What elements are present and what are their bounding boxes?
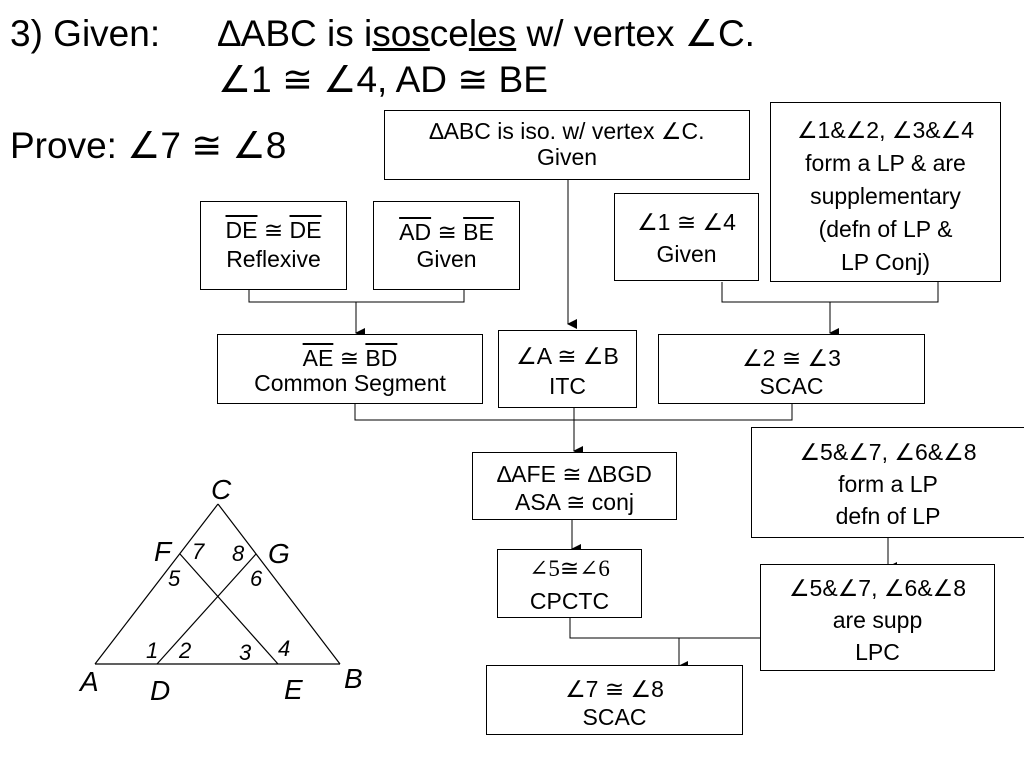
stmt-abc-isosceles-reason: Given — [536, 144, 598, 170]
stmt-angle1-angle4-reason: Given — [656, 241, 717, 267]
stmt-ae-bd: AE ≅ BD Common Segment — [217, 334, 483, 404]
bracket-56-supp — [569, 618, 760, 639]
given-label: 3) Given: — [10, 13, 161, 54]
triangle-figure — [94, 503, 341, 665]
stmt-angle2-angle3-reason: SCAC — [759, 373, 824, 399]
vertex-label-d: D — [150, 675, 171, 706]
stmt-afe-bgd: ∆AFE ≅ ∆BGD ASA ≅ conj — [472, 452, 677, 520]
angle-label-7: 7 — [192, 539, 205, 564]
stmt-lp-5-7-6-8-line2: form a LP — [838, 471, 938, 497]
stmt-linear-pairs-line5: LP Conj) — [840, 249, 931, 275]
angle-label-1: 1 — [146, 638, 159, 663]
stmt-linear-pairs: ∠1&∠2, ∠3&∠4 form a LP & are supplementa… — [770, 102, 1001, 282]
angle-label-4: 4 — [278, 636, 291, 661]
stmt-linear-pairs-line4: (defn of LP & — [818, 216, 953, 242]
given-statement-1-mid: ce — [429, 13, 469, 54]
stmt-angle1-angle4: ∠1 ≅ ∠4 Given — [614, 193, 759, 281]
given-statement-1-pre: ∆ABC is i — [218, 13, 373, 54]
stmt-afe-bgd-text: ∆AFE ≅ ∆BGD — [497, 461, 652, 487]
vertex-label-g: G — [268, 538, 290, 569]
prove-statement: Prove: ∠7 ≅ ∠8 — [10, 125, 287, 166]
stmt-abc-isosceles: ∆ABC is iso. w/ vertex ∠C. Given — [384, 110, 750, 180]
angle-label-5: 5 — [168, 566, 181, 591]
angle-label-8: 8 — [232, 541, 245, 566]
stmt-supp-5-7-6-8-line2: are supp — [832, 607, 923, 633]
segment-dg — [156, 553, 257, 665]
stmt-afe-bgd-reason: ASA ≅ conj — [515, 489, 634, 515]
vertex-label-e: E — [284, 674, 303, 705]
segment-de-2: DE — [289, 217, 322, 243]
stmt-supp-5-7-6-8-line1: ∠5&∠7, ∠6&∠8 — [788, 575, 967, 601]
bracket-14-lp — [721, 282, 939, 303]
stmt-de-congruent-reason: Reflexive — [226, 246, 321, 272]
given-statement-1-post: w/ vertex ∠C. — [516, 13, 755, 54]
given-statement-1-underline-b: les — [468, 13, 517, 54]
stmt-linear-pairs-line1: ∠1&∠2, ∠3&∠4 — [796, 117, 975, 143]
angle-label-3: 3 — [239, 640, 252, 665]
side-ac — [94, 503, 219, 665]
stmt-supp-5-7-6-8-line3: LPC — [855, 639, 900, 665]
stmt-angle7-angle8-reason: SCAC — [582, 704, 647, 730]
congruent-symbol: ≅ — [333, 345, 366, 371]
stmt-abc-isosceles-text: ∆ABC is iso. w/ vertex ∠C. — [429, 118, 705, 144]
stmt-angleA-angleB-reason: ITC — [548, 373, 587, 399]
stmt-linear-pairs-line2: form a LP & are — [805, 150, 966, 176]
segment-ae: AE — [302, 345, 334, 371]
bracket-de-ad — [248, 290, 465, 303]
stmt-ad-be-text: AD ≅ BE — [374, 217, 519, 247]
given-statement-1-underline-a: sos — [372, 13, 430, 54]
stmt-supp-5-7-6-8: ∠5&∠7, ∠6&∠8 are supp LPC — [760, 564, 995, 671]
stmt-de-congruent-text: DE ≅ DE — [201, 213, 346, 247]
stmt-linear-pairs-line3: supplementary — [810, 183, 961, 209]
stmt-ae-bd-reason: Common Segment — [254, 370, 446, 396]
congruent-symbol: ≅ — [257, 217, 290, 243]
stmt-de-congruent: DE ≅ DE Reflexive — [200, 201, 347, 290]
vertex-label-c: C — [211, 474, 232, 505]
vertex-label-f: F — [154, 536, 172, 567]
stmt-lp-5-7-6-8: ∠5&∠7, ∠6&∠8 form a LP defn of LP — [751, 427, 1024, 538]
side-cb — [217, 503, 341, 665]
segment-ad: AD — [399, 219, 432, 245]
stmt-angle1-angle4-text: ∠1 ≅ ∠4 — [637, 209, 736, 235]
stmt-angle7-angle8: ∠7 ≅ ∠8 SCAC — [486, 665, 743, 735]
vertex-label-a: A — [80, 666, 99, 697]
segment-de-1: DE — [225, 217, 258, 243]
stmt-lp-5-7-6-8-line3: defn of LP — [835, 503, 941, 529]
angle-label-2: 2 — [179, 638, 192, 663]
segment-fe — [179, 553, 279, 665]
stmt-ae-bd-text: AE ≅ BD — [218, 344, 482, 372]
stmt-angle5-angle6: ∠5≅∠6 CPCTC — [497, 549, 642, 618]
vertex-label-b: B — [344, 663, 363, 694]
segment-be: BE — [463, 219, 494, 245]
given-statement-1: ∆ABC is isosceles w/ vertex ∠C. — [218, 14, 755, 54]
stmt-angleA-angleB: ∠A ≅ ∠B ITC — [498, 330, 637, 408]
angle-label-6: 6 — [250, 566, 263, 591]
congruent-symbol: ≅ — [431, 219, 464, 245]
stmt-lp-5-7-6-8-line1: ∠5&∠7, ∠6&∠8 — [799, 439, 977, 465]
stmt-angleA-angleB-text: ∠A ≅ ∠B — [516, 343, 619, 369]
segment-bd: BD — [365, 345, 398, 371]
given-statement-2: ∠1 ≅ ∠4, AD ≅ BE — [218, 59, 548, 100]
stmt-angle7-angle8-text: ∠7 ≅ ∠8 — [565, 676, 664, 702]
stmt-angle5-angle6-text: ∠5≅∠6 — [529, 556, 610, 581]
stmt-ad-be-reason: Given — [416, 246, 477, 272]
stmt-angle2-angle3-text: ∠2 ≅ ∠3 — [742, 345, 841, 371]
stmt-angle2-angle3: ∠2 ≅ ∠3 SCAC — [658, 334, 925, 404]
stmt-ad-be: AD ≅ BE Given — [373, 201, 520, 290]
stmt-angle5-angle6-reason: CPCTC — [529, 588, 610, 614]
